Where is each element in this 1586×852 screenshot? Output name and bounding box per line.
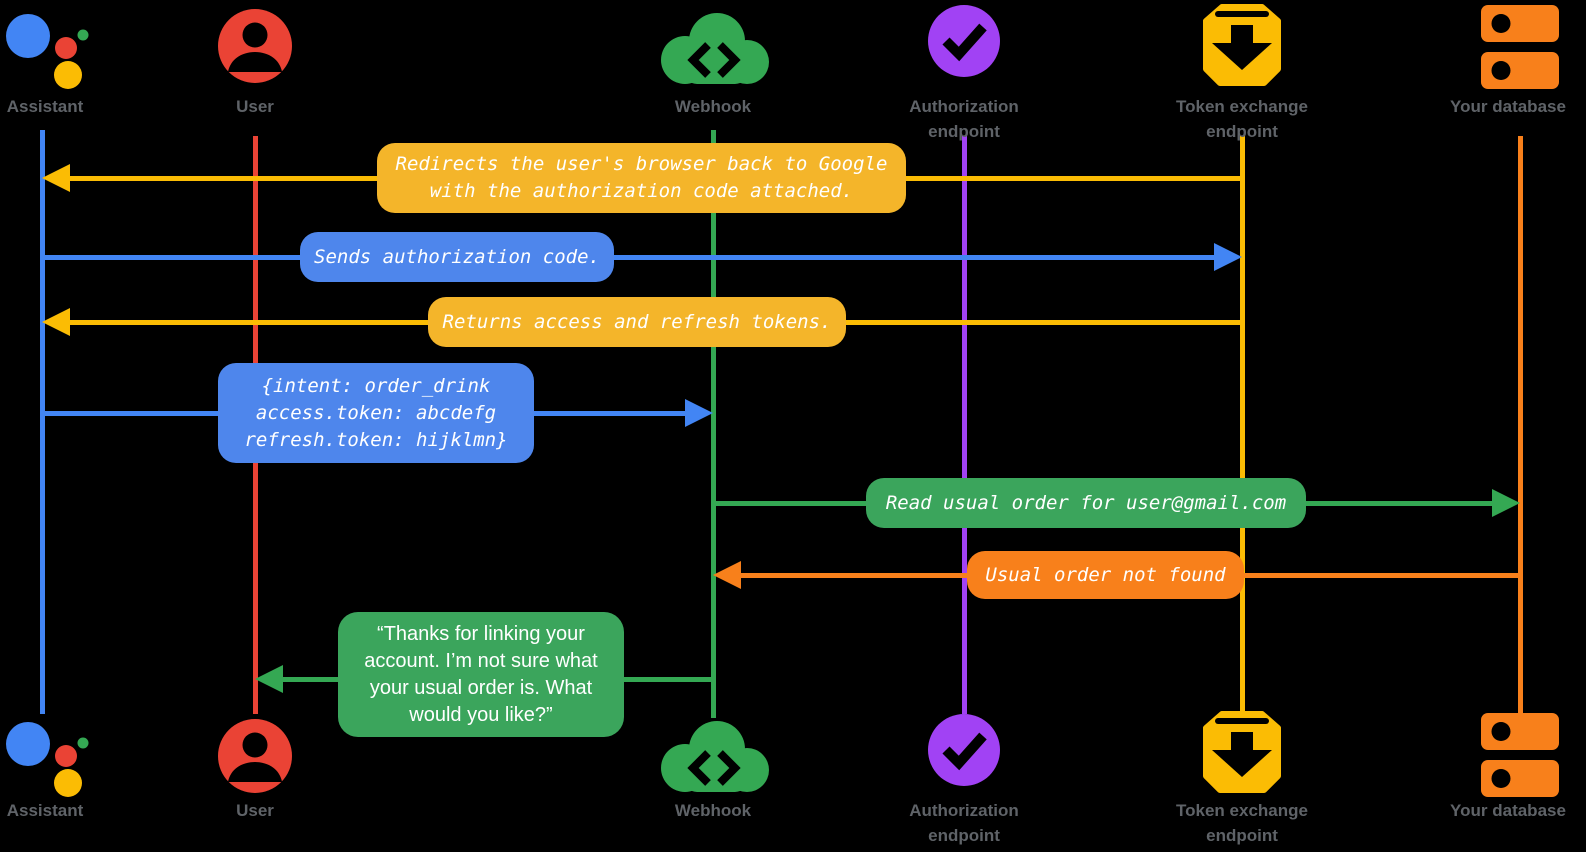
- actor-label-assistant: Assistant: [6, 801, 84, 820]
- lifeline-webhook: [711, 130, 716, 718]
- arrowhead-right-icon: [685, 399, 713, 427]
- arrowhead-left-icon: [42, 308, 70, 336]
- actor-label-webhook: Webhook: [674, 97, 752, 116]
- user-avatar-icon: [218, 719, 292, 793]
- actor-label-user: User: [236, 97, 274, 116]
- arrowhead-right-icon: [1214, 243, 1242, 271]
- actor-label-assistant: Assistant: [6, 97, 84, 116]
- lifeline-assistant: [40, 130, 45, 714]
- message-bubble: Returns access and refresh tokens.: [428, 297, 846, 347]
- arrow-sends-auth-code: [42, 255, 1218, 260]
- check-circle-icon: [928, 714, 1000, 786]
- actor-label-token-exchange-endpoint: Token exchange endpoint: [1176, 97, 1308, 141]
- message-bubble: Usual order not found: [967, 551, 1244, 599]
- actor-label-your-database: Your database: [1450, 97, 1566, 116]
- arrowhead-left-icon: [713, 561, 741, 589]
- database-icon: [1481, 5, 1559, 89]
- message-bubble: {intent: order_drink access.token: abcde…: [218, 363, 534, 463]
- arrowhead-left-icon: [255, 665, 283, 693]
- database-icon: [1481, 713, 1559, 797]
- google-assistant-icon: [6, 14, 89, 89]
- cloud-code-icon: [661, 721, 769, 792]
- arrowhead-left-icon: [42, 164, 70, 192]
- cloud-code-icon: [661, 13, 769, 84]
- inbox-arrow-icon: [1203, 4, 1281, 86]
- user-avatar-icon: [218, 9, 292, 83]
- actor-label-webhook: Webhook: [674, 801, 752, 820]
- message-bubble: Redirects the user's browser back to Goo…: [377, 143, 906, 213]
- message-bubble-speech: “Thanks for linking your account. I’m no…: [338, 612, 624, 737]
- actor-label-authorization-endpoint: Authorization endpoint: [909, 97, 1019, 141]
- actor-label-user: User: [236, 801, 274, 820]
- actor-label-token-exchange-endpoint: Token exchange endpoint: [1176, 801, 1308, 845]
- lifeline-your-database: [1518, 136, 1523, 714]
- message-bubble: Sends authorization code.: [300, 232, 614, 282]
- check-circle-icon: [928, 5, 1000, 77]
- actor-label-your-database: Your database: [1450, 801, 1566, 820]
- inbox-arrow-icon: [1203, 711, 1281, 793]
- lifeline-token-exchange-endpoint: [1240, 136, 1245, 714]
- actor-label-authorization-endpoint: Authorization endpoint: [909, 801, 1019, 845]
- google-assistant-icon: [6, 722, 89, 797]
- arrowhead-right-icon: [1492, 489, 1520, 517]
- lifeline-authorization-endpoint: [962, 136, 967, 714]
- message-bubble: Read usual order for user@gmail.com: [866, 478, 1306, 528]
